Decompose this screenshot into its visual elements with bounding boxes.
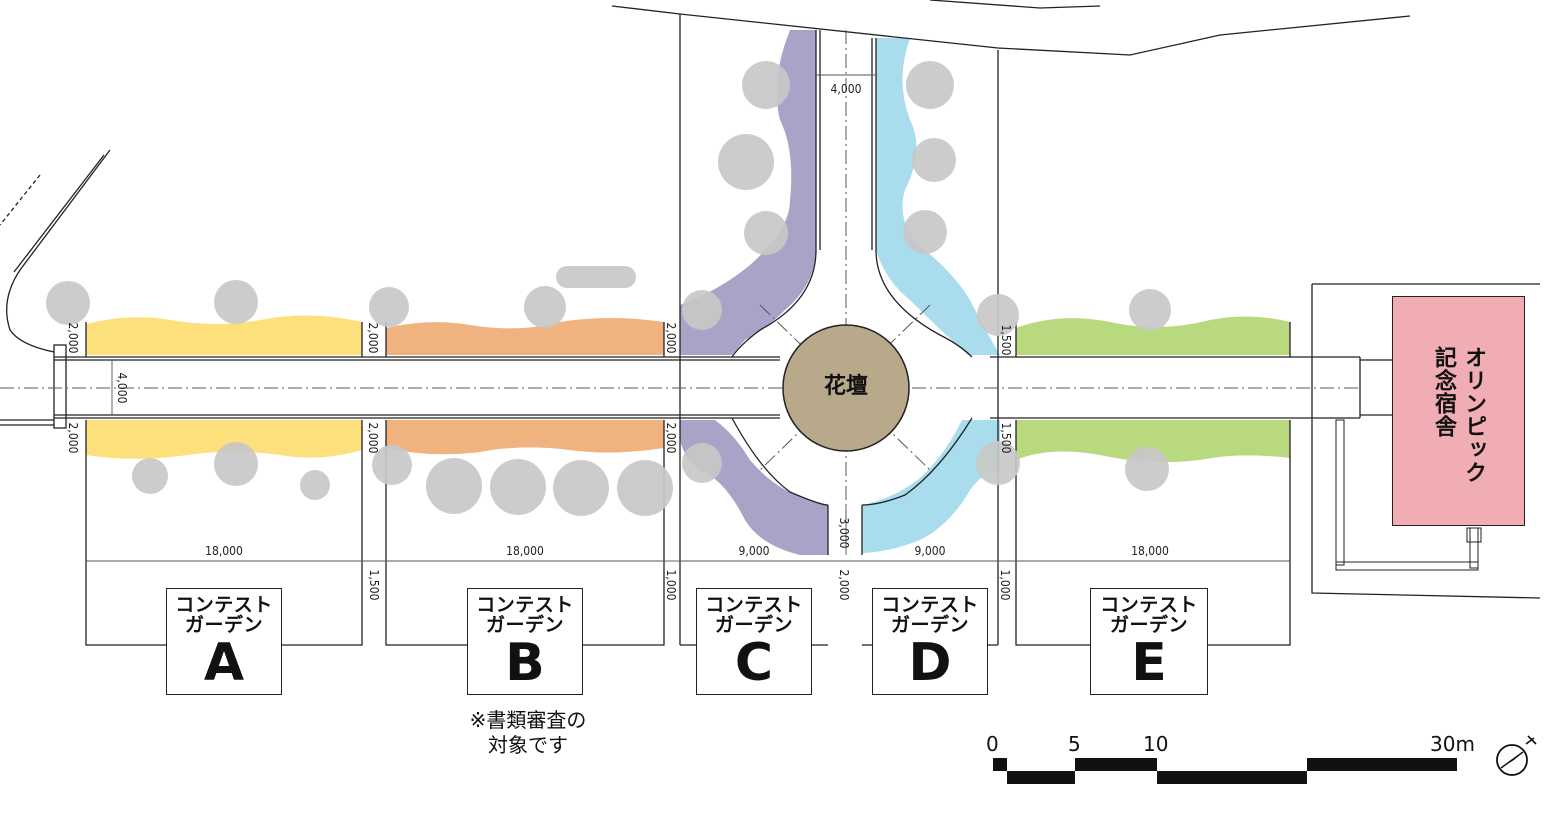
building-connector bbox=[1335, 419, 1482, 571]
dim-depth-a-bottom: 2,000 bbox=[66, 423, 80, 454]
garden-label-b: コンテスト ガーデン B bbox=[467, 588, 583, 695]
dim-depth-b-bottom: 2,000 bbox=[366, 423, 380, 454]
garden-b-title-1: コンテスト bbox=[476, 594, 574, 616]
garden-c-title-2: ガーデン bbox=[714, 614, 793, 636]
garden-c-north-strip bbox=[680, 30, 816, 355]
document-review-note: ※書類審査の 対象です bbox=[448, 708, 608, 758]
dim-depth-a-top: 2,000 bbox=[66, 323, 80, 354]
dim-gap-de: 1,000 bbox=[998, 570, 1012, 601]
garden-a-title-2: ガーデン bbox=[184, 614, 263, 636]
dim-gap-ab: 1,500 bbox=[367, 570, 381, 601]
garden-d-south-strip bbox=[862, 420, 1000, 553]
dim-depth-c-top: 2,000 bbox=[664, 323, 678, 354]
garden-e-top-strip bbox=[1016, 316, 1290, 355]
dim-width-c: 9,000 bbox=[739, 544, 770, 558]
dim-gap-cd: 2,000 bbox=[837, 570, 851, 601]
dim-width-e: 18,000 bbox=[1131, 544, 1169, 558]
garden-e-title-2: ガーデン bbox=[1109, 614, 1188, 636]
dim-width-d: 9,000 bbox=[915, 544, 946, 558]
garden-label-e: コンテスト ガーデン E bbox=[1090, 588, 1208, 695]
garden-d-letter: D bbox=[908, 633, 952, 693]
flowerbed-circle bbox=[782, 324, 910, 452]
garden-a-title-1: コンテスト bbox=[175, 594, 273, 616]
trees bbox=[46, 61, 1171, 516]
garden-e-bottom-strip bbox=[1016, 420, 1290, 463]
dim-width-a: 18,000 bbox=[205, 544, 243, 558]
scale-label-5: 5 bbox=[1068, 732, 1081, 756]
garden-b-letter: B bbox=[505, 633, 545, 693]
garden-a-bottom-strip bbox=[86, 420, 362, 459]
garden-label-a: コンテスト ガーデン A bbox=[166, 588, 282, 695]
garden-e-letter: E bbox=[1131, 633, 1167, 693]
garden-b-title-2: ガーデン bbox=[485, 614, 564, 636]
dim-depth-e-bottom: 1,500 bbox=[999, 423, 1013, 454]
garden-d-north-strip bbox=[876, 38, 1000, 355]
olympic-dormitory-building bbox=[1392, 296, 1525, 526]
garden-d-title-2: ガーデン bbox=[890, 614, 969, 636]
garden-d-title-1: コンテスト bbox=[881, 594, 979, 616]
garden-b-bottom-strip bbox=[386, 420, 664, 455]
garden-c-letter: C bbox=[734, 633, 774, 693]
garden-e-title-1: コンテスト bbox=[1100, 594, 1198, 616]
scale-bar bbox=[993, 758, 1457, 784]
garden-label-c: コンテスト ガーデン C bbox=[696, 588, 812, 695]
garden-c-south-strip bbox=[680, 420, 828, 555]
road-outline bbox=[0, 0, 1541, 646]
dim-width-b: 18,000 bbox=[506, 544, 544, 558]
garden-a-letter: A bbox=[203, 633, 245, 693]
building-label: オリンピック記念宿舎 bbox=[1431, 346, 1486, 484]
dim-depth-b-top: 2,000 bbox=[366, 323, 380, 354]
dim-depth-e-top: 1,500 bbox=[999, 325, 1013, 356]
garden-a-top-strip bbox=[86, 315, 362, 355]
scale-label-0: 0 bbox=[986, 732, 999, 756]
scale-label-30m: 30m bbox=[1430, 732, 1475, 756]
dim-depth-c-bottom: 2,000 bbox=[664, 423, 678, 454]
north-arrow-icon bbox=[1496, 735, 1537, 776]
note-line-2: 対象です bbox=[488, 733, 568, 757]
garden-c-title-1: コンテスト bbox=[705, 594, 803, 616]
dimension-lines bbox=[86, 74, 1290, 562]
garden-label-d: コンテスト ガーデン D bbox=[872, 588, 988, 695]
dim-south-gap: 3,000 bbox=[837, 518, 851, 549]
garden-b-top-strip bbox=[386, 318, 664, 355]
dim-road-width: 4,000 bbox=[115, 373, 129, 404]
dim-north-path: 4,000 bbox=[831, 82, 862, 96]
dim-gap-bc: 1,000 bbox=[664, 570, 678, 601]
scale-label-10: 10 bbox=[1143, 732, 1169, 756]
note-line-1: ※書類審査の bbox=[469, 708, 587, 732]
flowerbed-label: 花壇 bbox=[823, 374, 868, 399]
